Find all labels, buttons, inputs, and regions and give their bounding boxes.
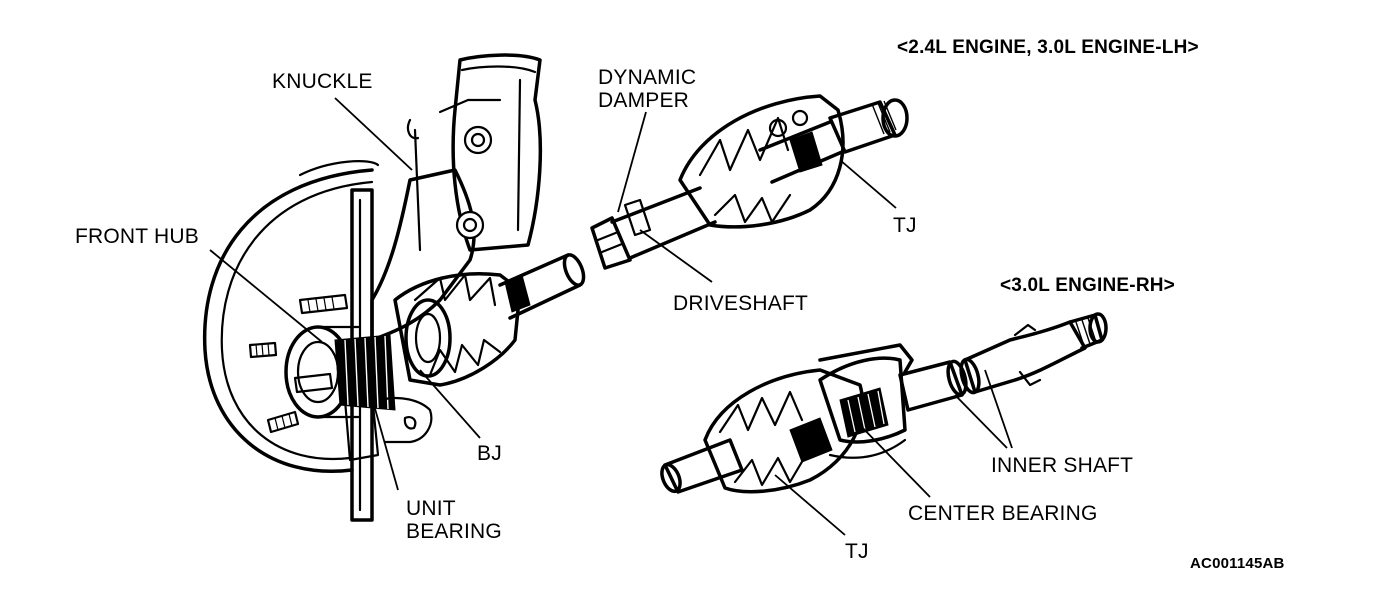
header-lh: <2.4L ENGINE, 3.0L ENGINE-LH> [897, 37, 1199, 58]
unit-bearing [343, 393, 433, 462]
figure-code: AC001145AB [1190, 555, 1285, 572]
label-knuckle: KNUCKLE [272, 70, 373, 93]
leader-lines [209, 97, 1013, 536]
label-inner-shaft: INNER SHAFT [991, 454, 1134, 477]
label-unit: UNIT [406, 497, 456, 520]
left-shaft [498, 253, 586, 320]
label-damper: DAMPER [598, 89, 690, 112]
label-center-bearing: CENTER BEARING [908, 502, 1098, 525]
brake-disc [202, 160, 380, 522]
front-hub [248, 293, 396, 434]
label-dynamic: DYNAMIC [598, 66, 697, 89]
header-rh: <3.0L ENGINE-RH> [1000, 275, 1175, 296]
upper-driveshaft [590, 94, 909, 270]
label-driveshaft: DRIVESHAFT [673, 292, 809, 315]
knuckle [370, 53, 543, 342]
label-tj-upper: TJ [893, 214, 917, 237]
label-tj-lower: TJ [845, 540, 869, 563]
bj-boot [393, 271, 522, 387]
label-bj: BJ [477, 442, 502, 465]
label-front-hub: FRONT HUB [75, 225, 199, 248]
lower-driveshaft [660, 312, 1108, 494]
label-bearing: BEARING [406, 520, 502, 543]
